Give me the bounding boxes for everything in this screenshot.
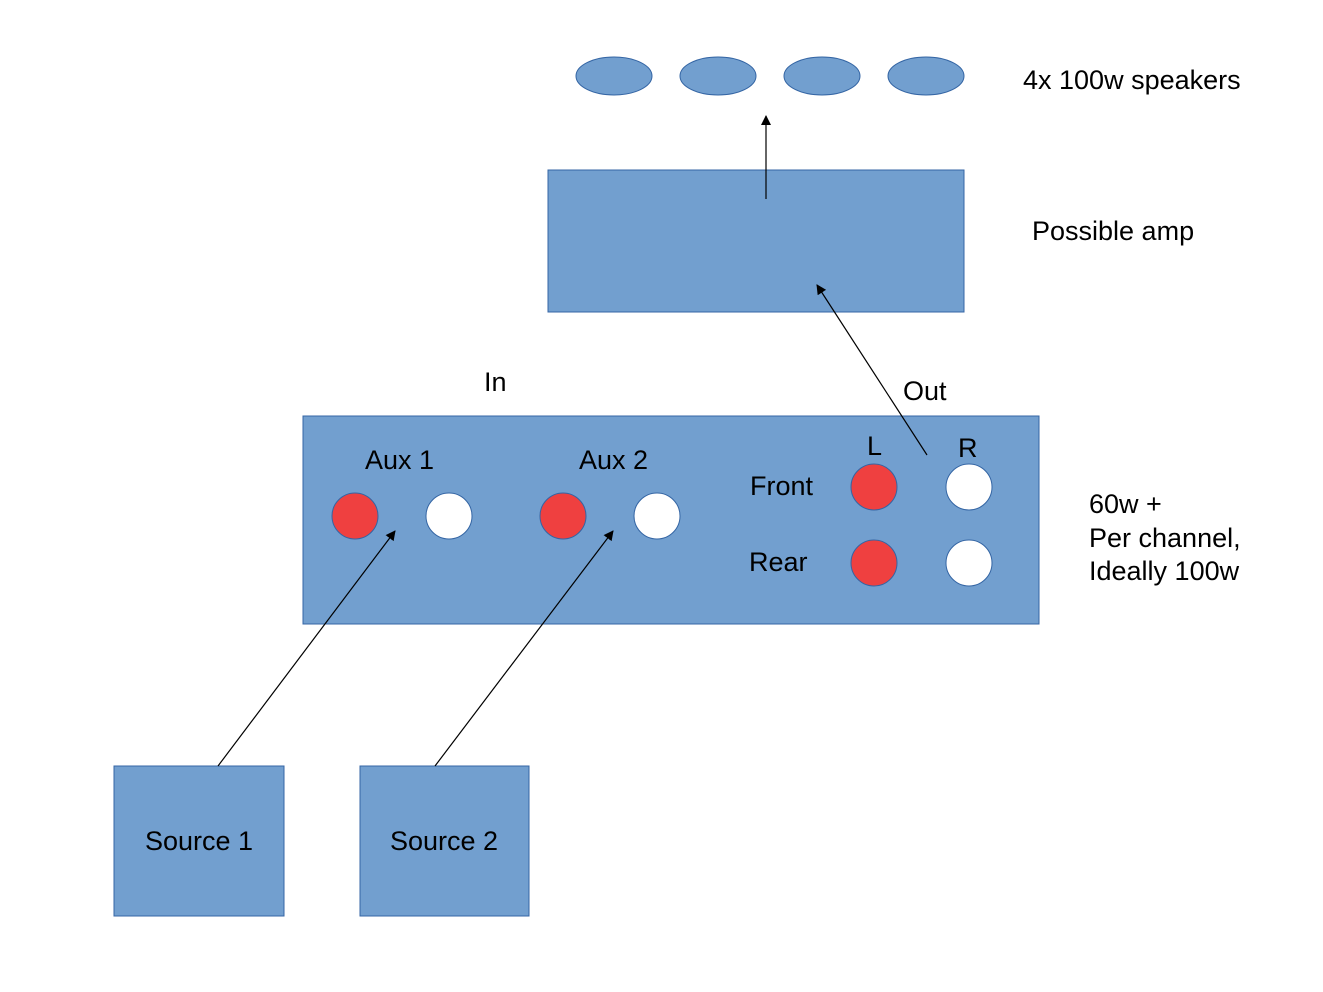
source-2-to-aux2-arrow	[434, 530, 614, 767]
aux2-label: Aux 2	[579, 445, 648, 475]
aux1-red-jack	[331, 492, 379, 540]
aux2-red-jack	[539, 492, 587, 540]
source-1-to-aux1-arrow	[217, 530, 396, 767]
in-label: In	[484, 367, 507, 397]
source-1-label: Source 1	[145, 826, 253, 856]
amp-box	[547, 169, 965, 313]
right-channel-label: R	[958, 433, 978, 463]
speaker-group	[575, 56, 965, 96]
power-rating-line-2: Per channel,	[1089, 523, 1241, 553]
rear-left-jack	[850, 539, 898, 587]
power-rating-line-3: Ideally 100w	[1089, 556, 1240, 586]
speaker-3	[783, 56, 861, 96]
head-unit-to-amp-arrow	[816, 284, 928, 456]
aux1-white-jack	[425, 492, 473, 540]
out-label: Out	[903, 376, 947, 406]
rear-label: Rear	[749, 547, 808, 577]
front-right-jack	[945, 463, 993, 511]
speakers-label: 4x 100w speakers	[1023, 65, 1241, 95]
aux1-label: Aux 1	[365, 445, 434, 475]
front-label: Front	[750, 471, 814, 501]
source-1-box	[113, 765, 285, 917]
power-rating-line-1: 60w +	[1089, 489, 1162, 519]
speaker-2	[679, 56, 757, 96]
aux2-white-jack	[633, 492, 681, 540]
speaker-1	[575, 56, 653, 96]
source-2-box	[359, 765, 530, 917]
left-channel-label: L	[867, 431, 882, 461]
rear-right-jack	[945, 539, 993, 587]
amp-label: Possible amp	[1032, 216, 1194, 246]
source-2-label: Source 2	[390, 826, 498, 856]
front-left-jack	[850, 463, 898, 511]
speaker-4	[887, 56, 965, 96]
